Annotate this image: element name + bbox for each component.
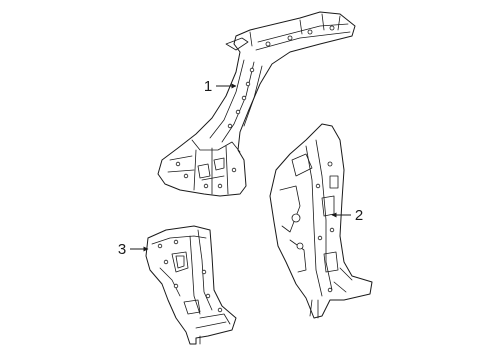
part-2-center-pillar <box>269 123 373 319</box>
callout-3-label: 3 <box>118 241 126 258</box>
callout-2-label: 2 <box>355 207 363 224</box>
callout-3: 3 <box>118 241 149 258</box>
part-1-pillar-reinforcement <box>157 11 356 197</box>
part-3-lower-reinforcement <box>145 225 237 345</box>
callout-1-label: 1 <box>204 78 212 95</box>
callout-2: 2 <box>331 207 363 224</box>
callout-1: 1 <box>204 78 237 95</box>
